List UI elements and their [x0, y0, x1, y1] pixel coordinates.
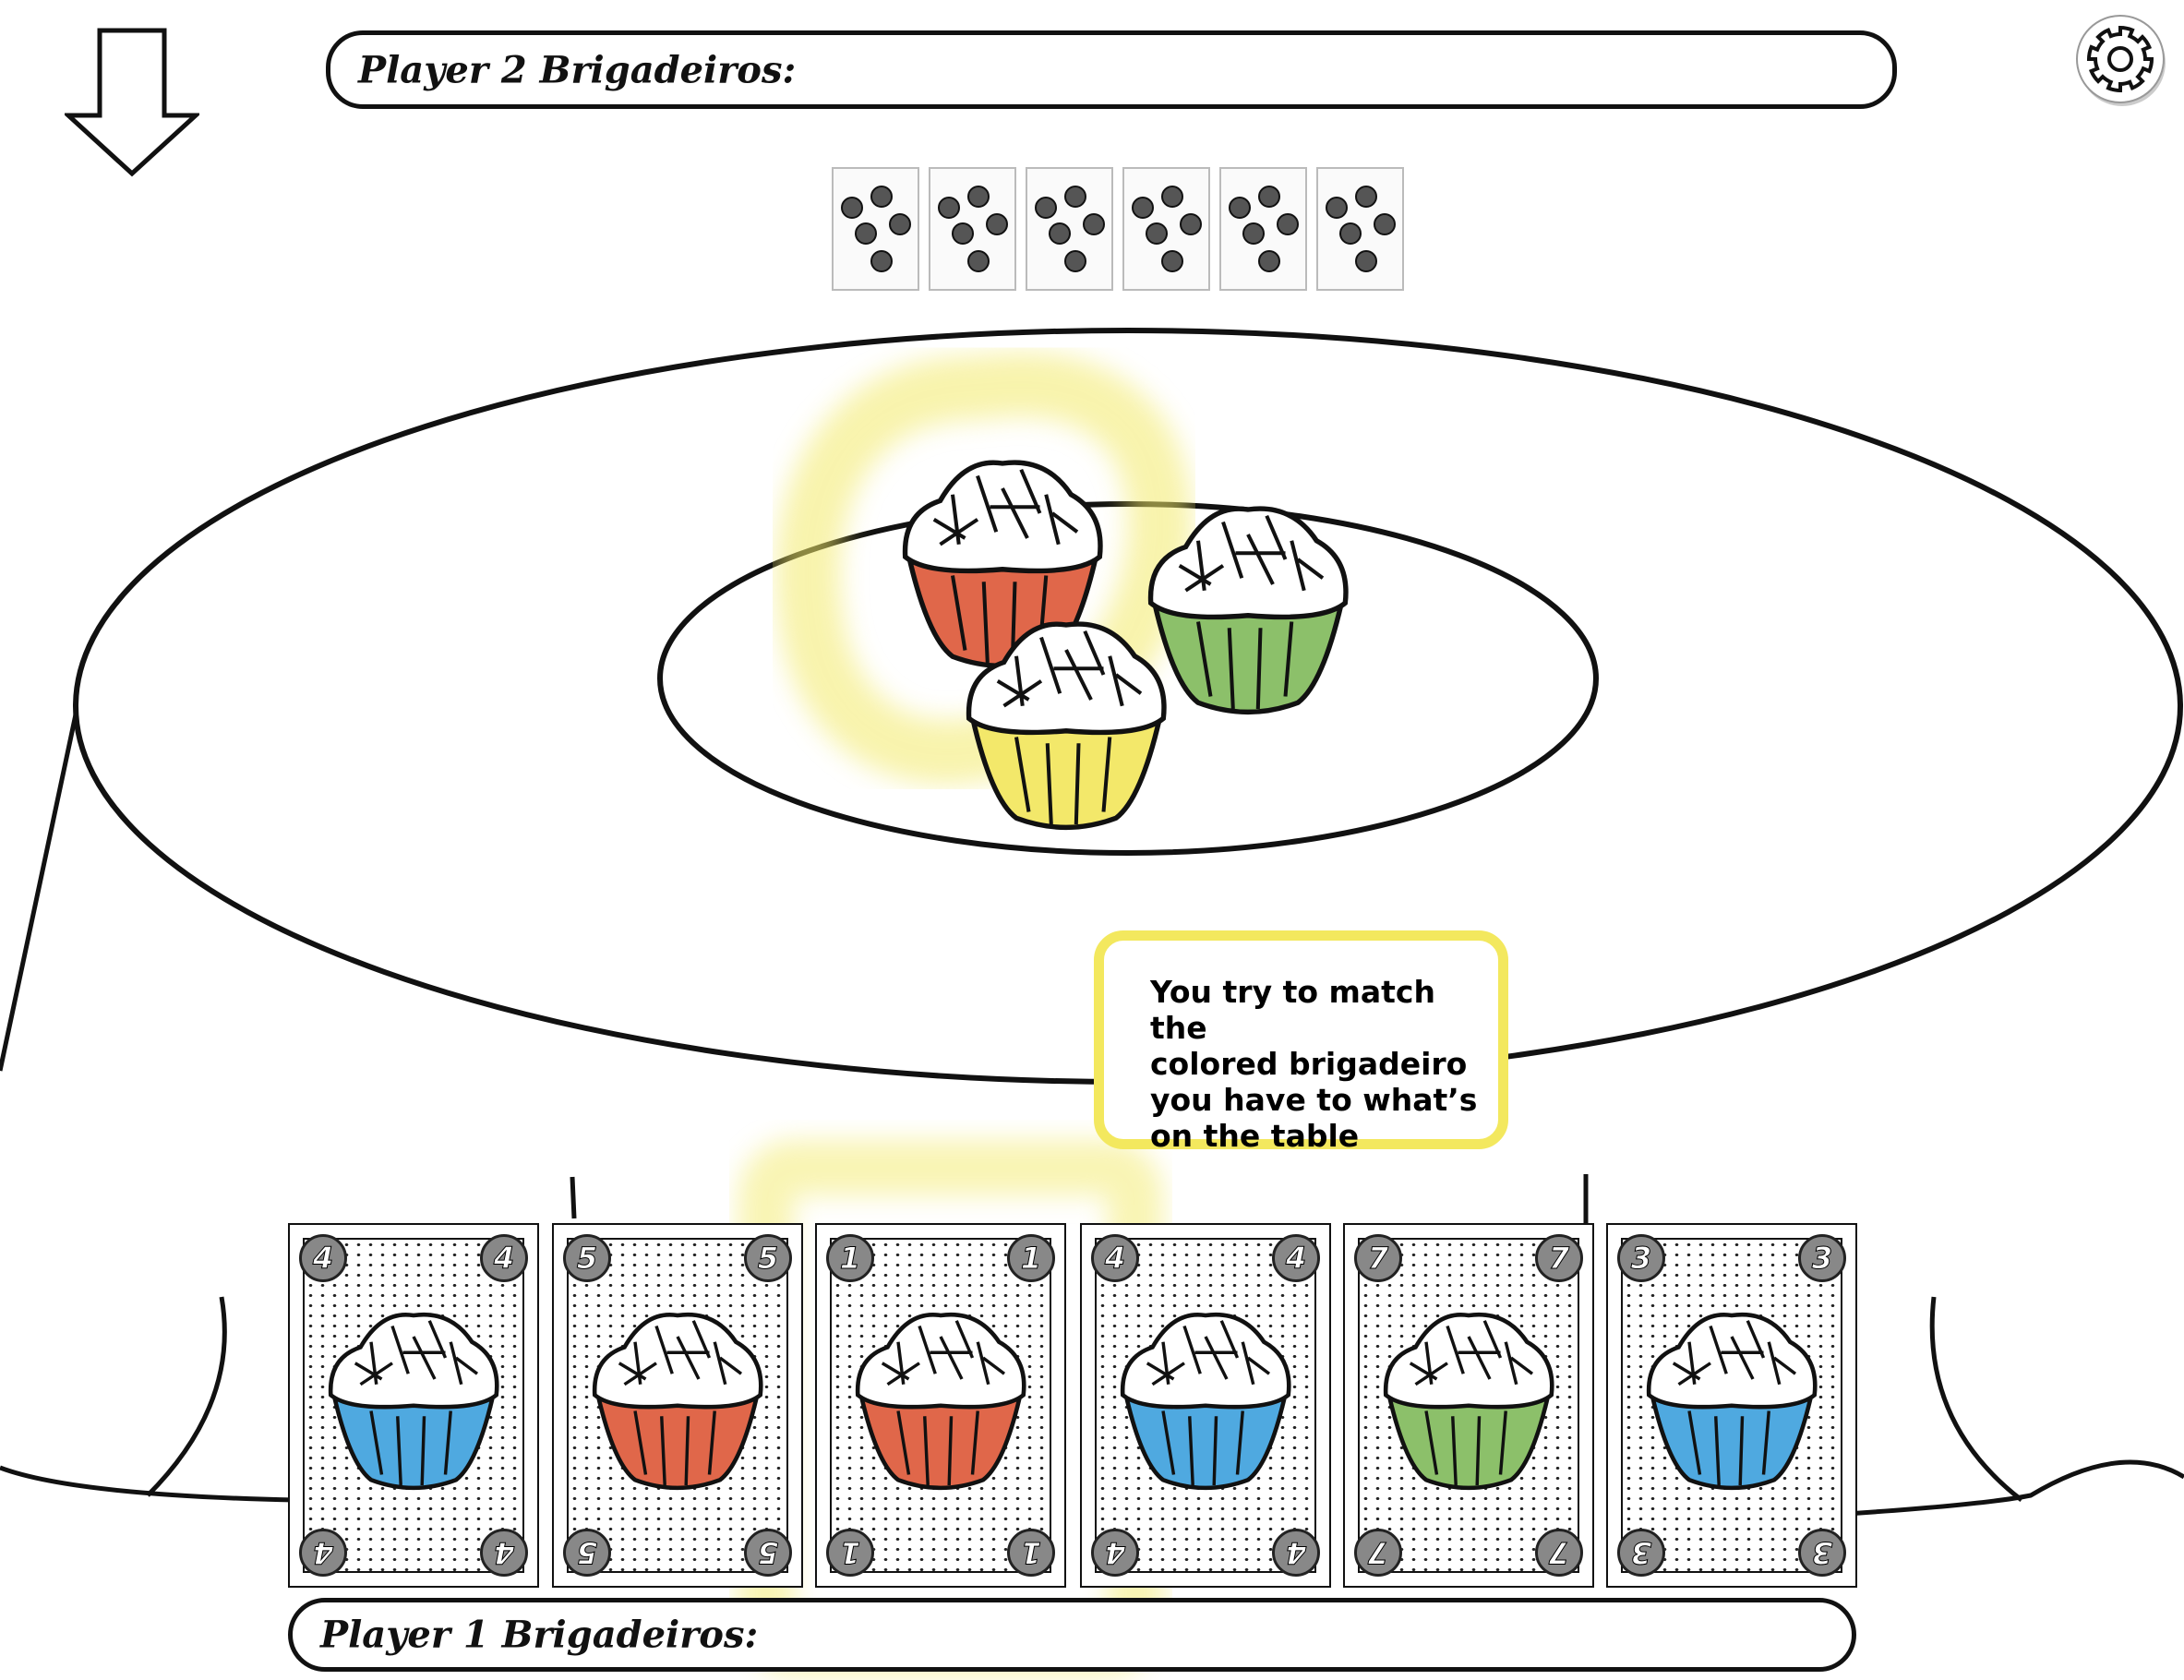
card-number: 3 [1798, 1529, 1846, 1577]
card-number: 4 [299, 1234, 347, 1282]
card-number: 4 [299, 1529, 347, 1577]
gear-icon[interactable] [2072, 11, 2168, 107]
player2-brigadeiros-bar: Player 2 Brigadeiros: [326, 30, 1897, 109]
card-number: 7 [1535, 1529, 1583, 1577]
card-number: 4 [1091, 1529, 1139, 1577]
card-number: 3 [1617, 1234, 1665, 1282]
opponent-card-back [929, 167, 1016, 291]
opponent-card-back [1122, 167, 1210, 291]
card-number: 5 [563, 1234, 611, 1282]
card-number: 5 [744, 1529, 792, 1577]
card-number: 7 [1535, 1234, 1583, 1282]
tutorial-tooltip: You try to match the colored brigadeiro … [1094, 930, 1508, 1154]
hand-card-red[interactable]: 5 5 5 5 [552, 1223, 803, 1588]
hand-card-green[interactable]: 7 7 7 7 [1343, 1223, 1594, 1588]
table-leg-left [0, 701, 81, 1072]
opponent-card-back [832, 167, 919, 291]
table-leg-curve-right [1929, 1296, 2023, 1502]
opponent-card-back [1219, 167, 1307, 291]
brigadeiro-green[interactable] [1147, 506, 1349, 714]
card-number: 1 [826, 1529, 874, 1577]
card-number: 4 [1272, 1529, 1320, 1577]
opponent-card-back [1316, 167, 1404, 291]
card-brigadeiro [855, 1312, 1026, 1491]
tooltip-text: You try to match the colored brigadeiro … [1150, 974, 1478, 1154]
hand-card-blue[interactable]: 4 4 4 4 [1080, 1223, 1331, 1588]
card-brigadeiro [592, 1312, 763, 1491]
card-number: 4 [1091, 1234, 1139, 1282]
card-brigadeiro [1383, 1312, 1554, 1491]
hand-card-blue[interactable]: 3 3 3 3 [1606, 1223, 1857, 1588]
brigadeiro-yellow[interactable] [966, 621, 1167, 830]
card-number: 7 [1354, 1529, 1402, 1577]
table-cloth-bottom [0, 1459, 2184, 1517]
hand-card-red[interactable]: 1 1 1 1 [815, 1223, 1066, 1588]
arrow-down-icon[interactable] [65, 28, 199, 177]
card-number: 4 [480, 1234, 528, 1282]
brigadeiro-red[interactable] [902, 460, 1103, 668]
card-number: 1 [1007, 1529, 1055, 1577]
card-number: 3 [1617, 1529, 1665, 1577]
player1-label: Player 1 Brigadeiros: [320, 1613, 759, 1657]
card-number: 4 [1272, 1234, 1320, 1282]
card-number: 5 [563, 1529, 611, 1577]
card-number: 1 [826, 1234, 874, 1282]
card-number: 5 [744, 1234, 792, 1282]
card-number: 1 [1007, 1234, 1055, 1282]
hand-card-blue[interactable]: 4 4 4 4 [288, 1223, 539, 1588]
player2-label: Player 2 Brigadeiros: [358, 48, 797, 91]
card-brigadeiro [1120, 1312, 1291, 1491]
table-leg-curve-left [146, 1296, 227, 1497]
card-number: 4 [480, 1529, 528, 1577]
card-number: 3 [1798, 1234, 1846, 1282]
player1-brigadeiros-bar: Player 1 Brigadeiros: [288, 1598, 1856, 1672]
card-brigadeiro [1646, 1312, 1818, 1491]
card-brigadeiro [328, 1312, 499, 1491]
card-number: 7 [1354, 1234, 1402, 1282]
opponent-card-back [1026, 167, 1113, 291]
